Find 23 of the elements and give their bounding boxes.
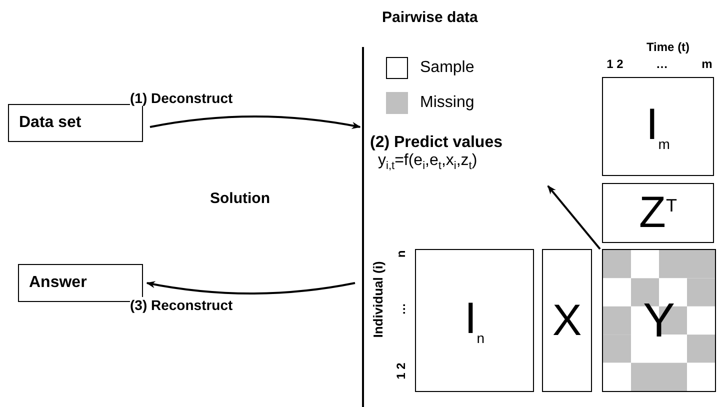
matrix-box: X bbox=[542, 249, 592, 392]
legend-label: Sample bbox=[420, 59, 474, 77]
edge-label: (3) Reconstruct bbox=[130, 297, 233, 313]
axis-title: Individual (i) bbox=[370, 260, 386, 340]
tick-label: n bbox=[394, 249, 408, 260]
section-label: Solution bbox=[209, 190, 271, 207]
panel-title: Pairwise data bbox=[382, 9, 478, 26]
arrow bbox=[150, 116, 361, 130]
tick-label: … bbox=[394, 302, 408, 317]
axis-title: Time (t) bbox=[645, 40, 691, 54]
tick-label: 1 2 bbox=[394, 362, 408, 382]
step-label: (2) Predict values bbox=[370, 134, 504, 152]
matrix-symbol: Y bbox=[643, 293, 675, 348]
edge-label: (1) Deconstruct bbox=[130, 90, 233, 106]
matrix-box: Z$^{T}$ bbox=[602, 183, 714, 243]
tick-label: m bbox=[700, 57, 714, 71]
arrow bbox=[146, 280, 356, 294]
formula: y$_{i,t}$=f(e$_{i}$,e$_{t}$,x$_{i}$,z$_{t}$) bbox=[378, 152, 478, 172]
matrix-box: I$_{m}$ bbox=[602, 77, 714, 176]
matrix-box: I$_{n}$ bbox=[415, 249, 534, 392]
tick-label: … bbox=[655, 57, 669, 71]
legend-label: Missing bbox=[420, 94, 474, 112]
tick-label: 1 2 bbox=[606, 57, 624, 71]
